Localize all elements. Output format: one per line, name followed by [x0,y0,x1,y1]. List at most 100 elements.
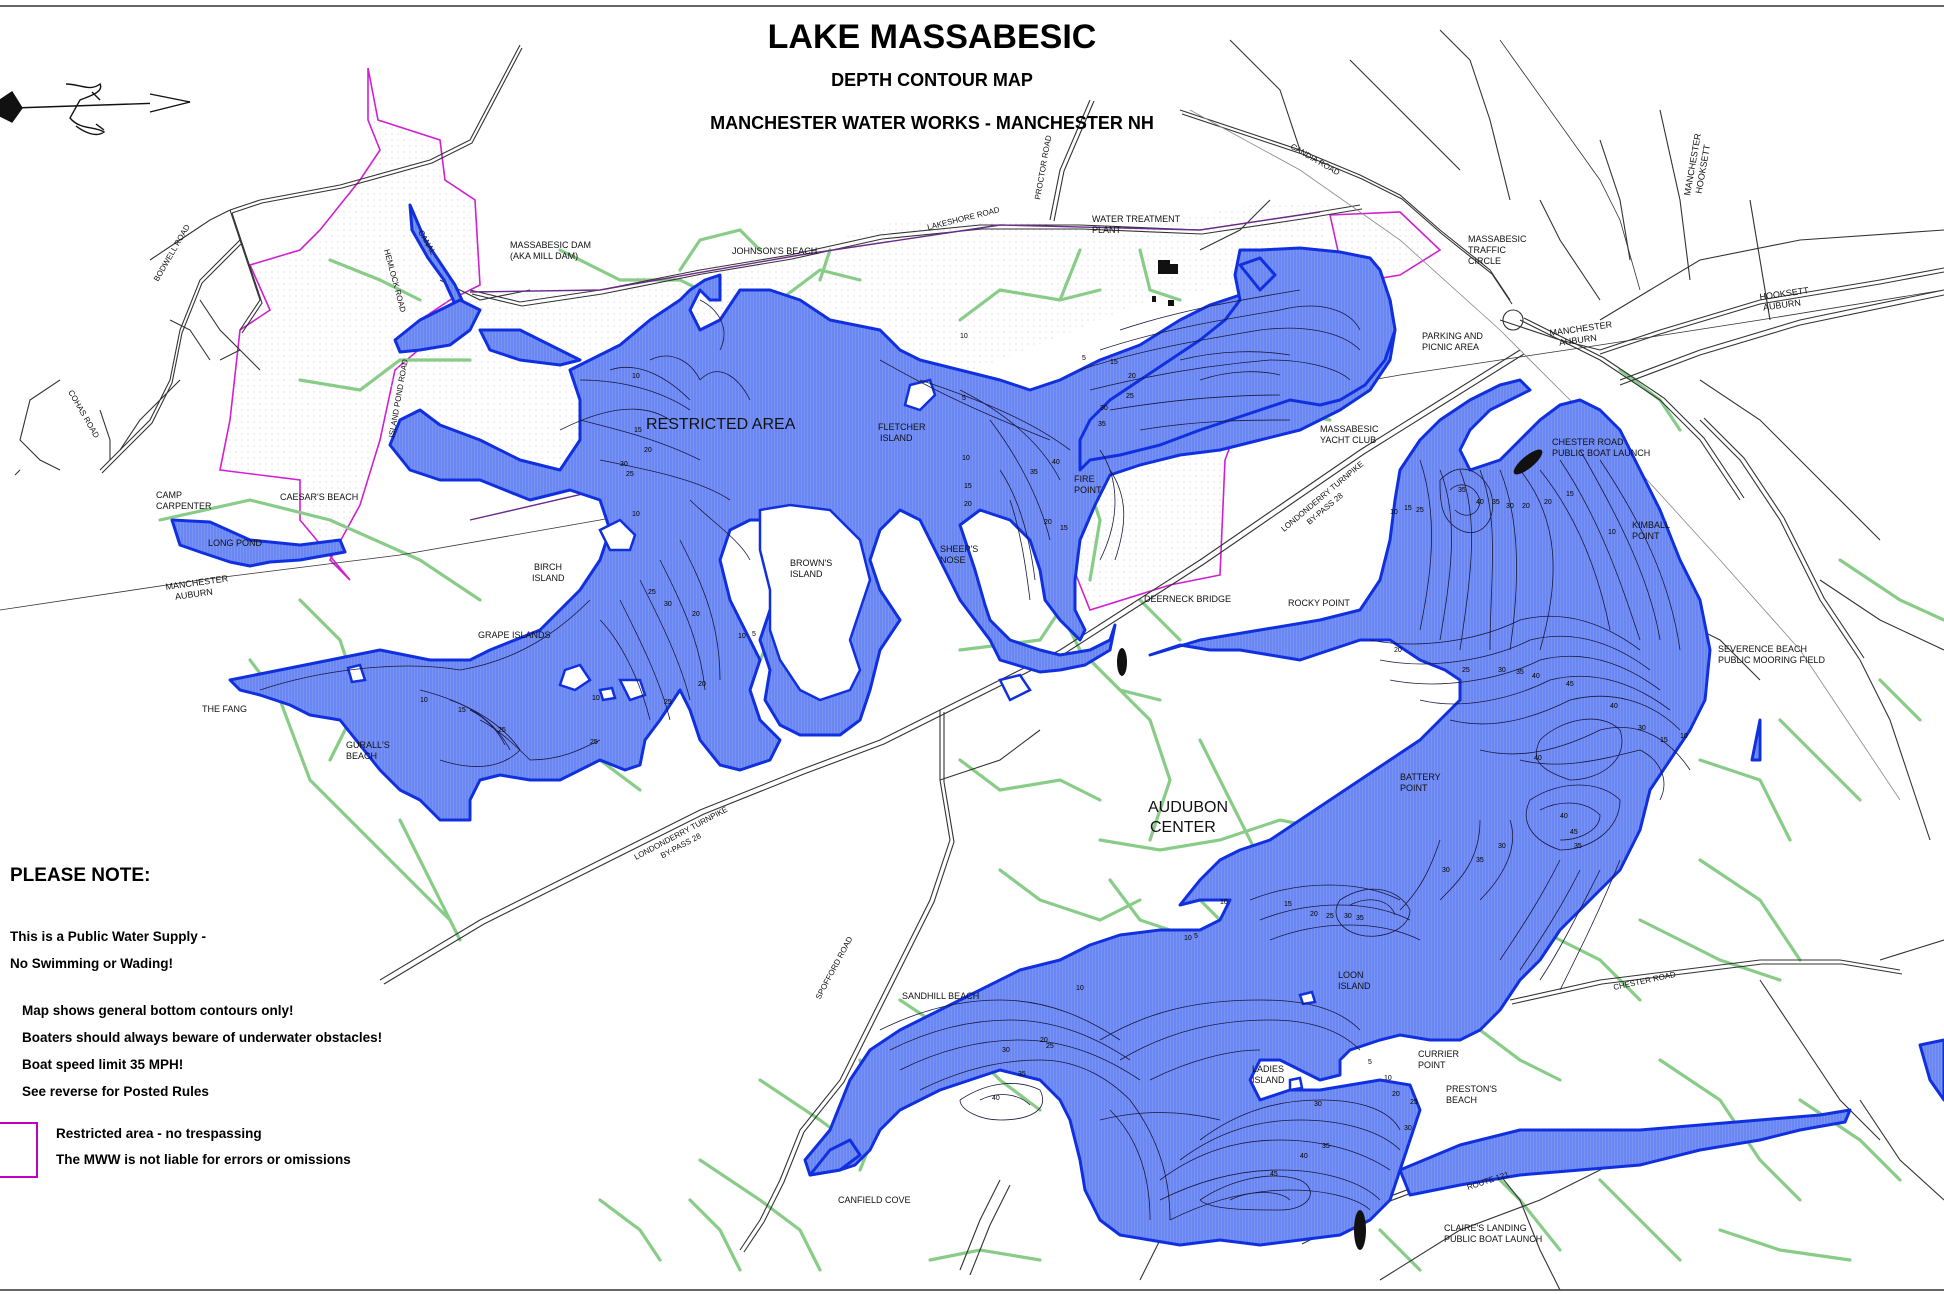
north-arrow-icon [0,82,191,136]
audubon-center-label-1: AUDUBON [1148,799,1228,816]
caesars-beach-label: CAESAR'S BEACH [280,492,358,502]
svg-text:35: 35 [1018,1071,1026,1078]
dam-label-2: (AKA MILL DAM) [510,251,578,261]
yacht-club-label-2: YACHT CLUB [1320,435,1376,445]
svg-text:35: 35 [1574,843,1582,850]
svg-text:10: 10 [632,511,640,518]
the-fang-label: THE FANG [202,704,247,714]
rule-line-1: Map shows general bottom contours only! [22,1003,294,1018]
svg-text:15: 15 [1284,901,1292,908]
sheeps-nose-label-2: NOSE [940,555,966,565]
severence-label-1: SEVERENCE BEACH [1718,644,1807,654]
svg-text:10: 10 [1184,935,1192,942]
svg-text:35: 35 [1516,669,1524,676]
svg-text:30: 30 [1638,725,1646,732]
boat-launch-icons [1117,449,1543,1250]
svg-text:10: 10 [1390,509,1398,516]
svg-text:40: 40 [1300,1153,1308,1160]
bodwell-road-label: BODWELL ROAD [152,223,192,283]
svg-text:15: 15 [964,483,972,490]
depth-labels: 10 15 20 25 30 10 25 30 20 10 5 20 25 10… [420,333,1688,1178]
svg-text:20: 20 [1544,499,1552,506]
svg-text:15: 15 [1110,359,1118,366]
svg-text:5: 5 [752,631,756,638]
svg-text:20: 20 [644,447,652,454]
svg-text:10: 10 [738,633,746,640]
svg-text:30: 30 [1506,503,1514,510]
rule-line-2: Boaters should always beware of underwat… [22,1030,383,1045]
svg-text:35: 35 [1098,421,1106,428]
legend-line-1: Restricted area - no trespassing [56,1126,262,1141]
chester-launch-label-2: PUBLIC BOAT LAUNCH [1552,448,1650,458]
svg-text:20: 20 [964,501,972,508]
restricted-area-label: RESTRICTED AREA [646,416,796,433]
svg-text:20: 20 [692,611,700,618]
chester-road-label: CHESTER ROAD [1613,970,1677,992]
svg-text:20: 20 [1394,647,1402,654]
sheeps-nose-label-1: SHEEP'S [940,544,978,554]
camp-carpenter-label-1: CAMP [156,490,182,500]
svg-text:30: 30 [1344,913,1352,920]
severence-label-2: PUBLIC MOORING FIELD [1718,655,1826,665]
proctor-road-label: PROCTOR ROAD [1033,134,1053,200]
islands [346,378,1317,1092]
svg-text:45: 45 [1270,1171,1278,1178]
svg-text:10: 10 [632,373,640,380]
svg-text:25: 25 [498,727,506,734]
svg-text:30: 30 [1314,1101,1322,1108]
guralls-label-1: GURALL'S [346,740,390,750]
camp-carpenter-label-2: CARPENTER [156,501,212,511]
battery-point-label-1: BATTERY [1400,772,1441,782]
currier-point-label-1: CURRIER [1418,1049,1460,1059]
candia-road-label: CANDIA ROAD [1289,142,1341,177]
spofford-road-label: SPOFFORD ROAD [814,935,855,1001]
svg-text:5: 5 [1368,1059,1372,1066]
svg-text:10: 10 [1220,899,1228,906]
rule-line-3: Boat speed limit 35 MPH! [22,1057,184,1072]
johnsons-beach-label: JOHNSON'S BEACH [732,246,817,256]
canfield-cove-label: CANFIELD COVE [838,1195,911,1205]
svg-text:20: 20 [1392,1091,1400,1098]
traffic-circle-label-1: MASSABESIC [1468,234,1527,244]
audubon-center-label-2: CENTER [1150,819,1216,836]
note-line-2: No Swimming or Wading! [10,956,173,971]
svg-text:30: 30 [664,601,672,608]
svg-text:15: 15 [1566,491,1574,498]
svg-text:25: 25 [1126,393,1134,400]
fletcher-label-1: FLETCHER [878,422,926,432]
svg-text:40: 40 [1534,755,1542,762]
prestons-beach-label-1: PRESTON'S [1446,1084,1497,1094]
svg-text:20: 20 [1522,503,1530,510]
svg-text:10: 10 [962,455,970,462]
svg-text:25: 25 [648,589,656,596]
svg-text:20: 20 [1128,373,1136,380]
svg-text:20: 20 [1044,519,1052,526]
svg-text:5: 5 [962,395,966,402]
svg-text:25: 25 [1046,1043,1054,1050]
notes-heading: PLEASE NOTE: [10,865,151,886]
water-treatment-label-2: PLANT [1092,225,1122,235]
svg-text:40: 40 [1476,499,1484,506]
browns-island-label-2: ISLAND [790,569,823,579]
fletcher-label-2: ISLAND [880,433,913,443]
svg-text:40: 40 [1052,459,1060,466]
map-subtitle: DEPTH CONTOUR MAP [831,70,1033,90]
svg-text:25: 25 [1410,1099,1418,1106]
svg-text:30: 30 [1498,667,1506,674]
svg-text:30: 30 [1404,1125,1412,1132]
prestons-beach-label-2: BEACH [1446,1095,1477,1105]
claires-landing-label-1: CLAIRE'S LANDING [1444,1223,1527,1233]
svg-text:25: 25 [664,699,672,706]
londonderry-lower-1: LONDONDERRY TURNPIKE [633,805,729,862]
svg-text:30: 30 [1002,1047,1010,1054]
svg-text:10: 10 [1608,529,1616,536]
map-title: LAKE MASSABESIC [767,18,1097,56]
svg-text:30: 30 [1498,843,1506,850]
svg-text:30: 30 [1100,405,1108,412]
svg-text:35: 35 [1458,487,1466,494]
svg-text:5: 5 [1194,933,1198,940]
svg-text:10: 10 [1076,985,1084,992]
svg-text:35: 35 [1476,857,1484,864]
kimball-label-1: KIMBALL [1632,520,1670,530]
parking-label-1: PARKING AND [1422,331,1483,341]
